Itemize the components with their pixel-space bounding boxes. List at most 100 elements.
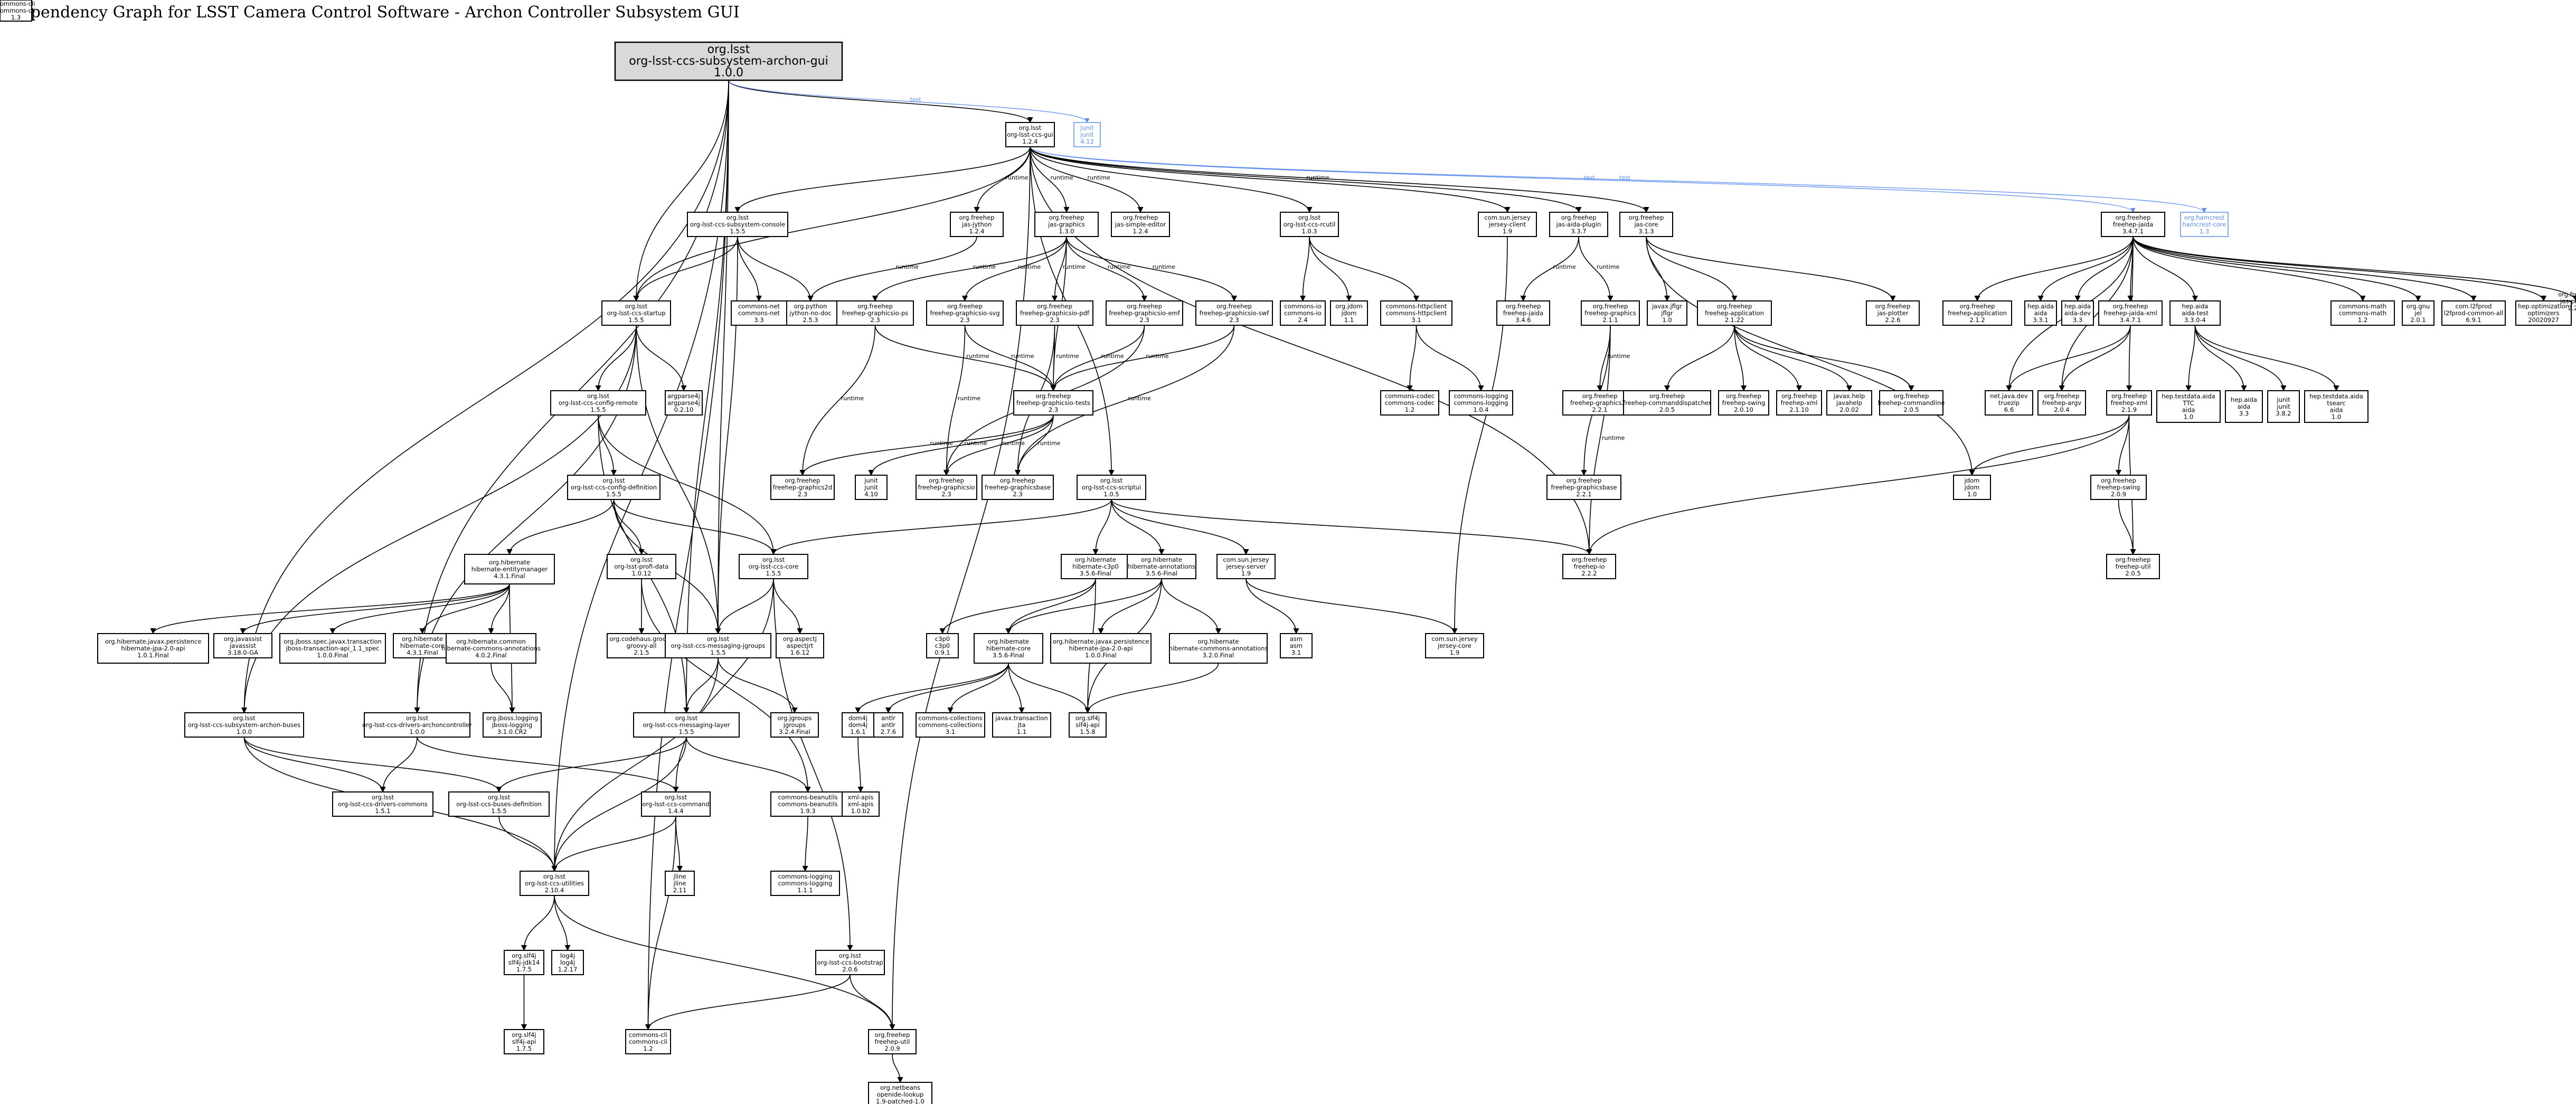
node-busesdef[interactable]: org.lsstorg-lsst-ccs-buses-definition1.5… [448, 791, 550, 817]
node-hibann[interactable]: org.hibernatehibernate-annotations3.5.6-… [1127, 554, 1196, 579]
node-hibcommons2[interactable]: org.hibernatehibernate-commons-annotatio… [1169, 633, 1268, 664]
node-hibmgr[interactable]: org.hibernatehibernate-entitymanager4.3.… [464, 554, 555, 584]
node-hibjpa2[interactable]: org.hibernate.javax.persistencehibernate… [1050, 633, 1152, 664]
node-root[interactable]: org.lsstorg-lsst-ccs-subsystem-archon-gu… [614, 41, 843, 81]
node-hibjpa[interactable]: org.hibernate.javax.persistencehibernate… [97, 633, 209, 664]
node-msglayer[interactable]: org.lsstorg-lsst-ccs-messaging-layer1.5.… [633, 712, 740, 738]
node-jbosstx[interactable]: org.jboss.spec.javax.transactionjboss-tr… [279, 633, 386, 664]
node-openide[interactable]: org.netbeansopenide-lookup1.9-patched-1.… [868, 1082, 932, 1104]
node-ccoll[interactable]: commons-collectionscommons-collections3.… [916, 712, 985, 738]
node-drvcommons[interactable]: org.lsstorg-lsst-ccs-drivers-commons1.5.… [332, 791, 433, 817]
node-subbuses[interactable]: org.lsstorg-lsst-ccs-subsystem-archon-bu… [184, 712, 304, 738]
node-hibcommons[interactable]: org.hibernate.commonhibernate-commons-an… [441, 633, 541, 664]
node-messaging[interactable]: org.lsstorg-lsst-ccs-messaging-jgroups1.… [665, 633, 771, 658]
node-archonctl[interactable]: org.lsstorg-lsst-ccs-drivers-archoncontr… [362, 712, 472, 738]
node-configdef[interactable]: org.lsstorg-lsst-ccs-config-definition1.… [567, 475, 660, 500]
node-subconsole[interactable]: org.lsstorg-lsst-ccs-subsystem-console1.… [687, 212, 788, 237]
